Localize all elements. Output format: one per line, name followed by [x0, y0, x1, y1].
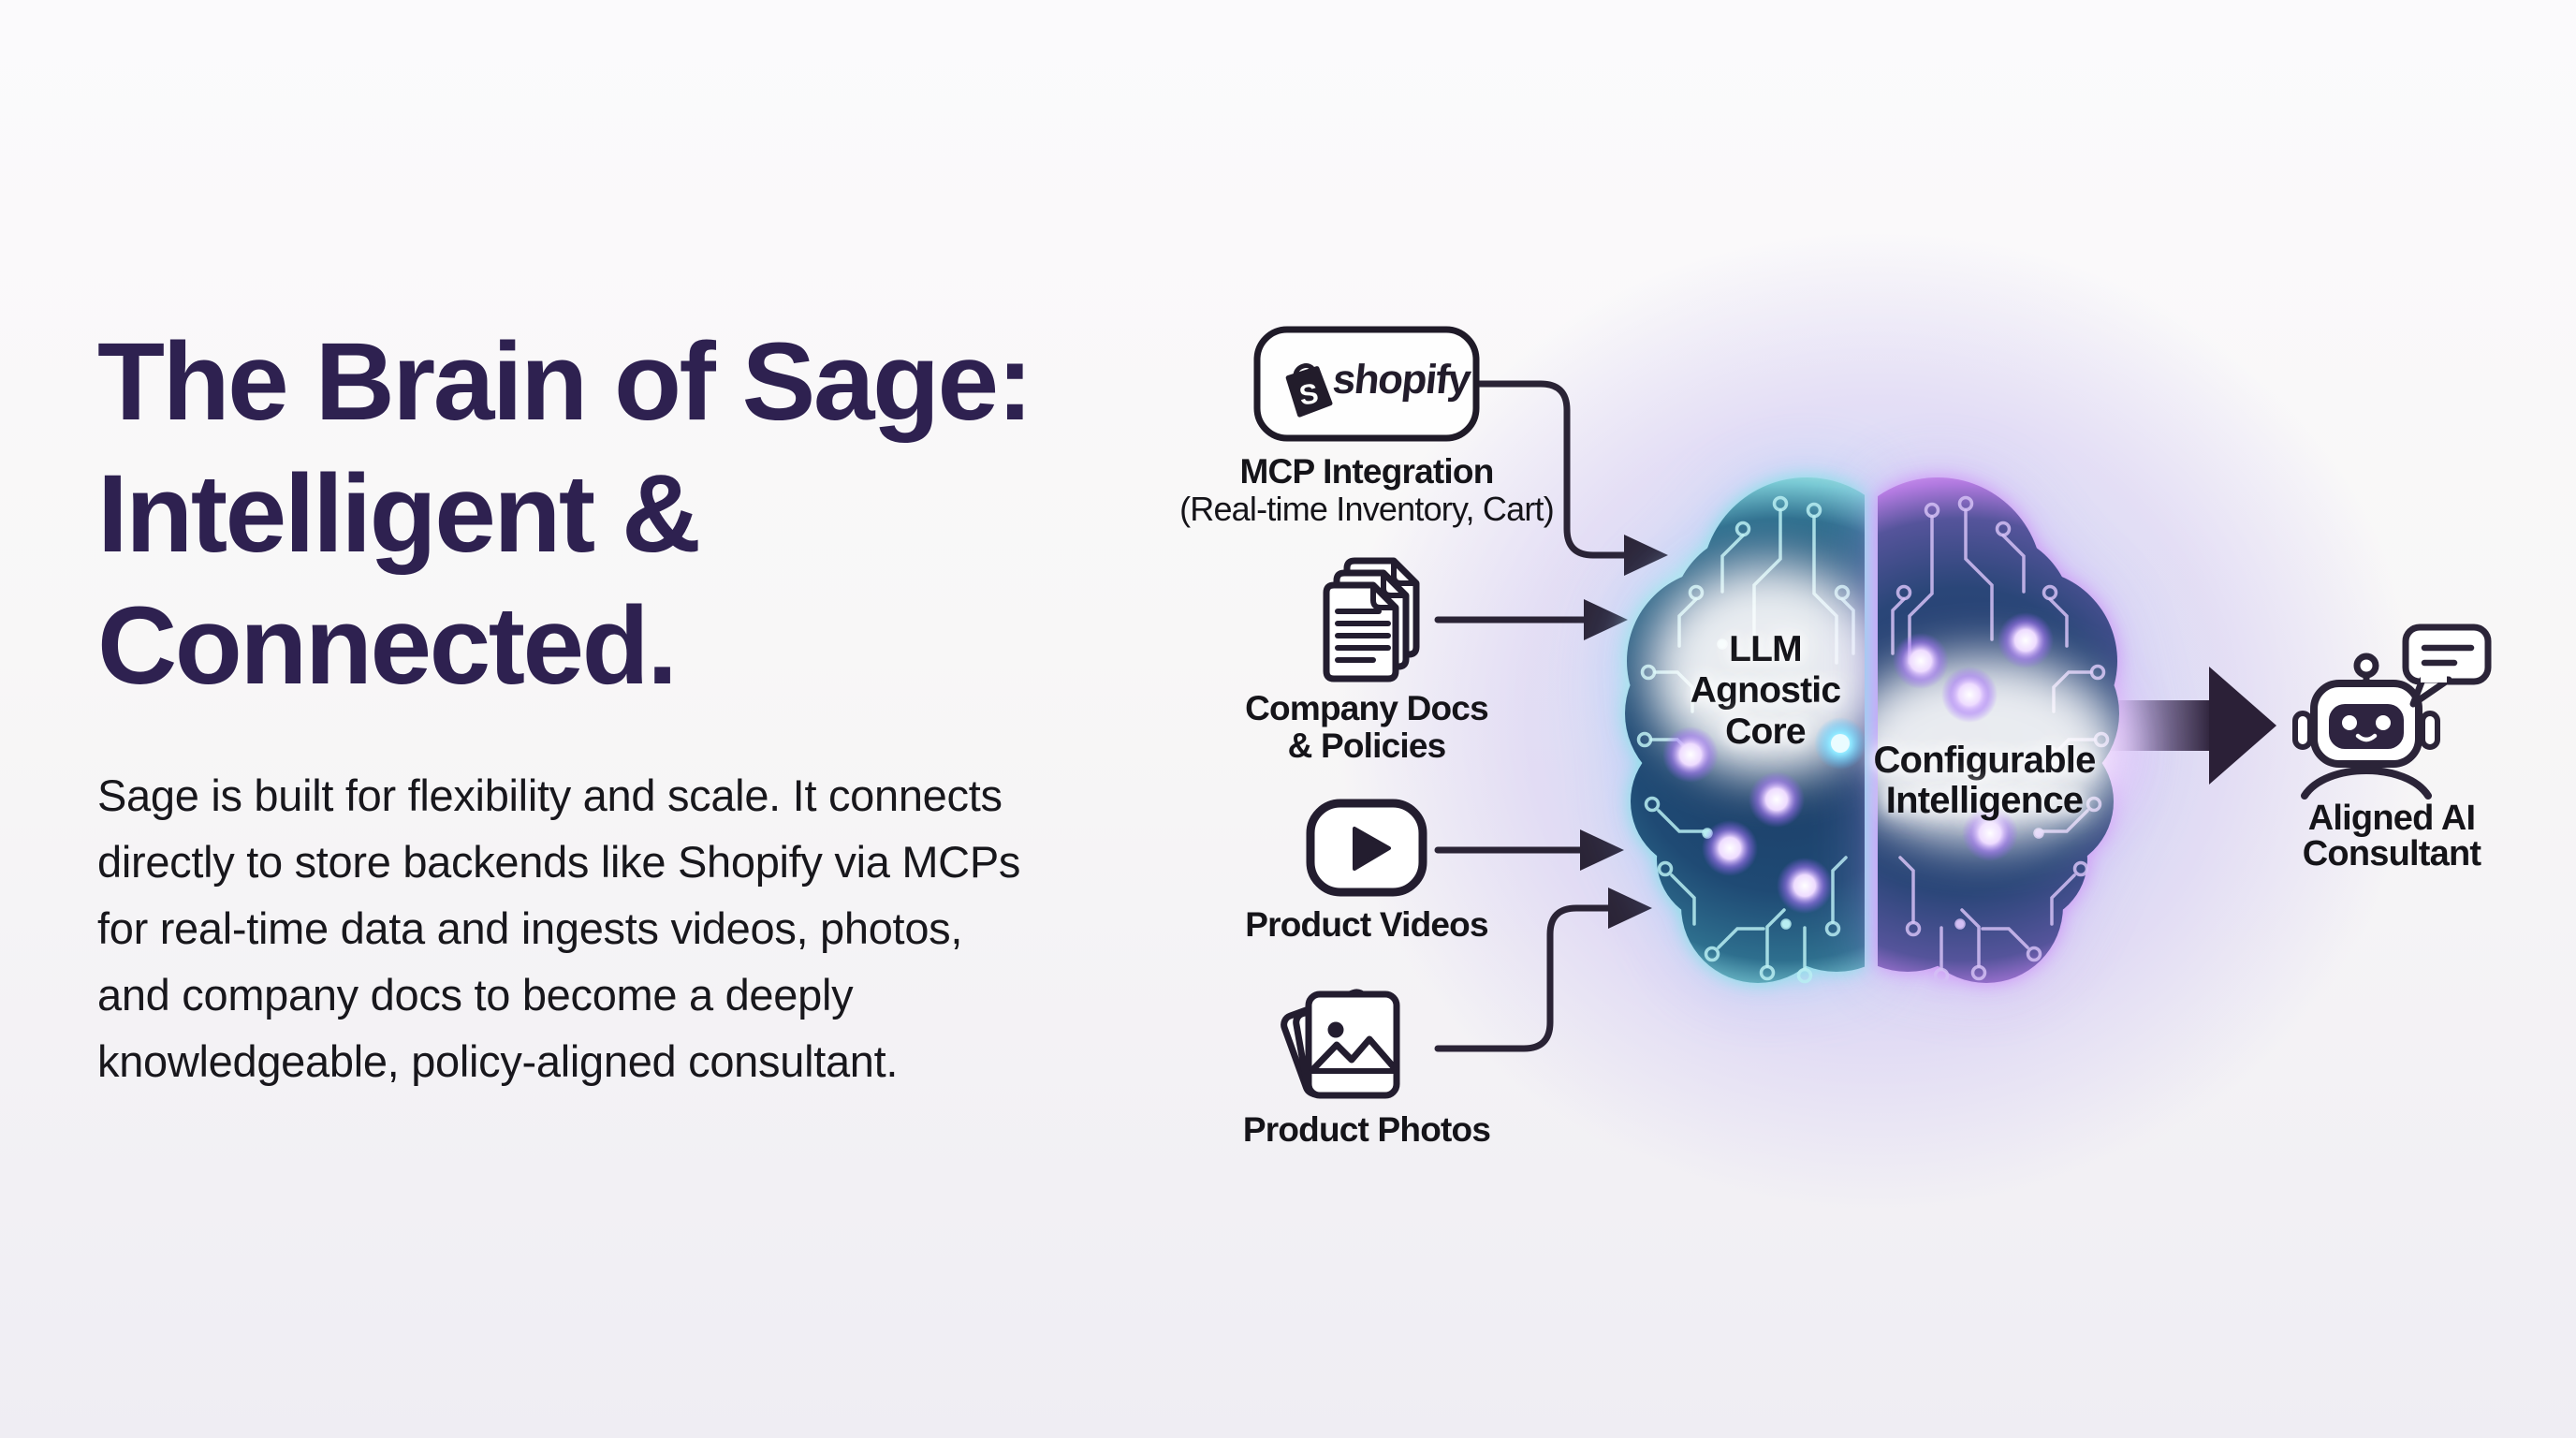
label-glow-right — [1878, 655, 2123, 843]
config-label-line-2: Intelligence — [1885, 780, 2084, 821]
body-line-1: Sage is built for flexibility and scale.… — [97, 770, 1003, 820]
configurable-intelligence-label: Configurable Intelligence — [1807, 741, 2162, 821]
product-photos-label: Product Photos — [1242, 1110, 1491, 1149]
company-docs-label-line-1: Company Docs — [1245, 689, 1489, 727]
connector-docs-arrowhead — [1584, 599, 1628, 640]
brain-left-hemisphere — [1625, 477, 1865, 984]
robot-icon — [2292, 653, 2440, 800]
video-play-icon — [1306, 799, 1427, 897]
headline-line-3: Connected. — [97, 584, 678, 708]
body-line-3: for real-time data and ingests videos, p… — [97, 903, 963, 953]
shopify-wordmark: shopify — [1330, 357, 1472, 403]
aligned-ai-consultant-label: Aligned AI Consultant — [2251, 800, 2532, 872]
glow-nodes-left — [1662, 726, 1833, 914]
llm-label-line-3: Core — [1725, 712, 1806, 752]
body-line-4: and company docs to become a deeply — [97, 970, 854, 1020]
company-docs-label-line-2: & Policies — [1287, 726, 1447, 765]
brain-right-hemisphere — [1878, 477, 2123, 984]
headline-line-2: Intelligent & — [97, 452, 701, 576]
llm-agnostic-core-label: LLM Agnostic Core — [1653, 629, 1878, 753]
shopify-badge: S — [1253, 326, 1480, 442]
robot-label-line-2: Consultant — [2302, 834, 2481, 873]
headline-line-1: The Brain of Sage: — [97, 320, 1033, 444]
llm-label-line-1: LLM — [1729, 629, 1803, 669]
product-videos-label: Product Videos — [1245, 905, 1488, 944]
robot-label-line-1: Aligned AI — [2307, 799, 2476, 838]
glow-nodes-right — [1893, 612, 2054, 861]
connector-videos-arrowhead — [1580, 829, 1624, 871]
intro-paragraph: Sage is built for flexibility and scale.… — [97, 762, 1370, 1094]
photos-stack-icon — [1281, 989, 1400, 1099]
body-line-5: knowledgeable, policy-aligned consultant… — [97, 1036, 899, 1086]
company-docs-label: Company Docs & Policies — [1226, 690, 1507, 765]
connector-shopify-arrowhead — [1624, 535, 1668, 576]
shopify-bag-icon: S — [1285, 363, 1333, 418]
documents-icon — [1326, 561, 1416, 679]
body-line-2: directly to store backends like Shopify … — [97, 837, 1021, 887]
connector-shopify-arrow — [1473, 380, 1628, 559]
config-label-line-1: Configurable — [1873, 740, 2096, 781]
connector-photos-arrow — [1434, 904, 1612, 1052]
page-title: The Brain of Sage: Intelligent & Connect… — [97, 316, 1267, 712]
label-glow-left — [1647, 562, 1865, 777]
mcp-integration-label: MCP Integration — [1239, 452, 1495, 491]
input-arrows — [1434, 380, 1668, 1052]
connector-photos-arrowhead — [1608, 888, 1652, 929]
speech-bubble-icon — [2402, 624, 2492, 708]
mcp-integration-sublabel: (Real-time Inventory, Cart) — [1179, 490, 1555, 528]
synapse-dot — [1814, 717, 1866, 770]
llm-label-line-2: Agnostic — [1690, 670, 1841, 711]
